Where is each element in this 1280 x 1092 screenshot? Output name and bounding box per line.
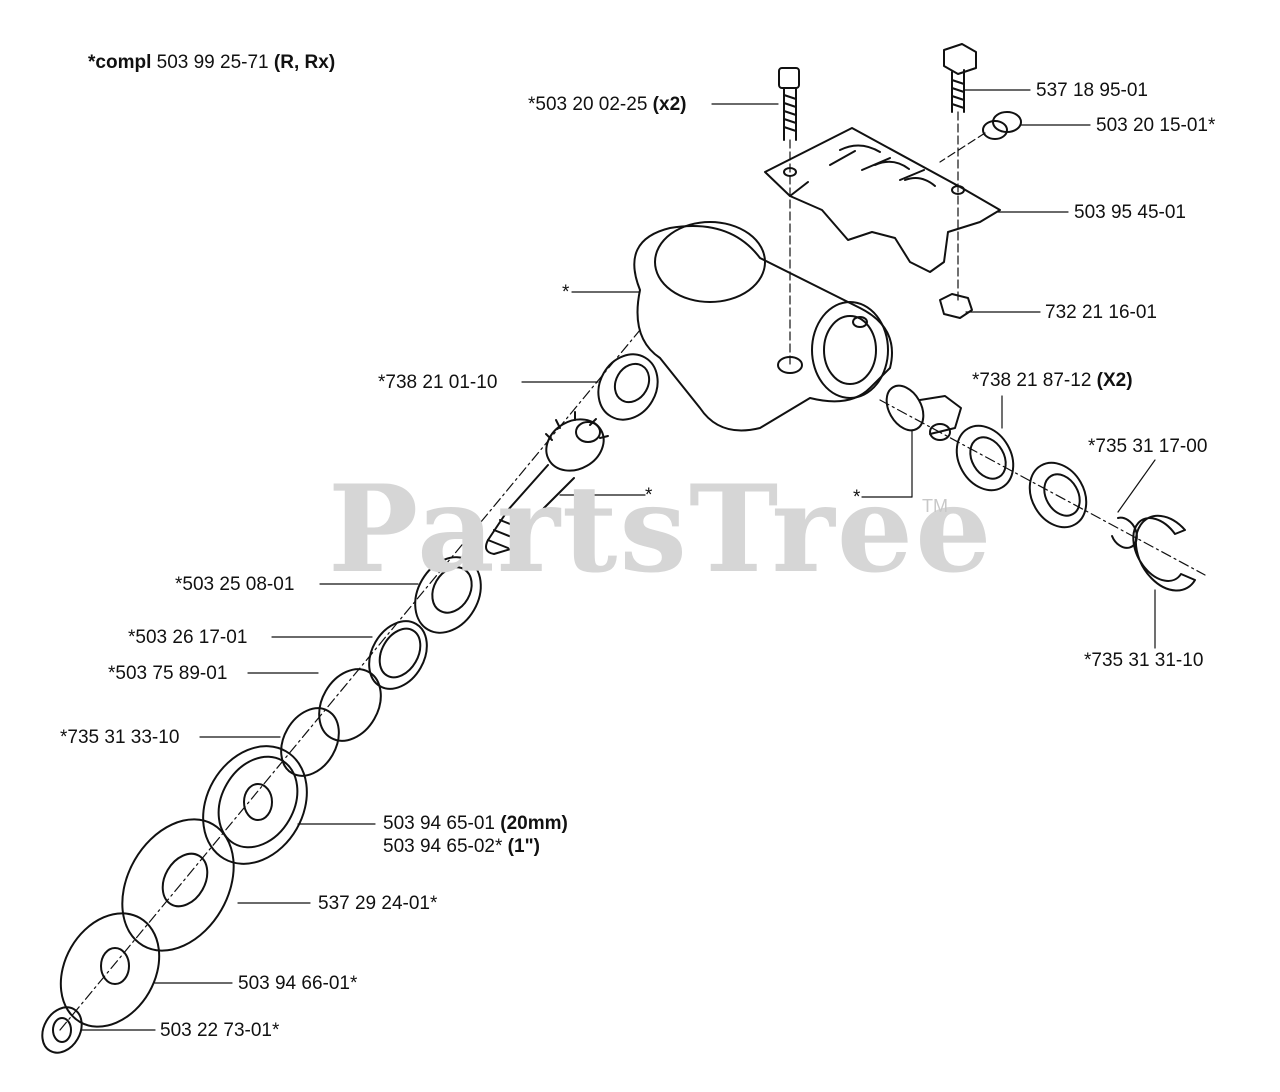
diagram-title: *compl 503 99 25-71 (R, Rx) (88, 52, 335, 74)
leader-lines (81, 89, 1156, 1031)
nut (939, 293, 973, 319)
part-label-503-75-89-01[interactable]: *503 75 89-01 (108, 663, 228, 684)
part-label-738-21-01-10[interactable]: *738 21 01-10 (378, 372, 498, 393)
seal (368, 620, 428, 690)
bearing-lower (414, 556, 482, 634)
support-cup (59, 912, 161, 1028)
title-prefix: *compl (88, 52, 152, 73)
part-label-503-95-45-01[interactable]: 503 95 45-01 (1074, 202, 1186, 223)
bearing-right-a (955, 424, 1015, 492)
bearing-right-b (1028, 461, 1088, 529)
bearing-upper (597, 353, 659, 421)
gear-housing (633, 221, 893, 432)
bolt-right (943, 43, 977, 301)
part-label-503-25-08-01[interactable]: *503 25 08-01 (175, 574, 295, 595)
pinion (885, 384, 962, 441)
part-label-537-29-24-01[interactable]: 537 29 24-01* (318, 893, 438, 914)
part-label-503-26-17-01[interactable]: *503 26 17-01 (128, 627, 248, 648)
part-label-735-31-31-10[interactable]: *735 31 31-10 (1084, 650, 1204, 671)
watermark-trademark: TM (922, 496, 948, 516)
circlip-lower (280, 707, 340, 777)
part-label-503-22-73-01[interactable]: 503 22 73-01* (160, 1020, 280, 1041)
part-label-shaft-asterisk[interactable]: * (645, 485, 653, 506)
part-label-housing-asterisk[interactable]: * (562, 282, 570, 303)
part-label-503-94-65-02[interactable]: 503 94 65-02* (1") (383, 836, 540, 857)
clamp-cover (764, 127, 1001, 273)
plug (939, 111, 1022, 163)
flange (202, 745, 308, 865)
part-label-503-20-15-01[interactable]: 503 20 15-01* (1096, 115, 1216, 136)
part-label-503-94-65-01[interactable]: 503 94 65-01 (20mm) (383, 813, 568, 834)
blade-nut (41, 1006, 83, 1054)
part-label-537-18-95-01[interactable]: 537 18 95-01 (1036, 80, 1148, 101)
part-label-738-21-87-12[interactable]: *738 21 87-12 (X2) (972, 370, 1133, 391)
watermark-logo: PartsTree (328, 459, 994, 600)
ring (318, 668, 382, 742)
circlip-large (1132, 514, 1196, 592)
part-label-pinion-asterisk[interactable]: * (853, 487, 861, 508)
part-label-735-31-17-00[interactable]: *735 31 17-00 (1088, 436, 1208, 457)
title-variant: (R, Rx) (273, 52, 336, 73)
title-number: 503 99 25-71 (156, 52, 269, 73)
bolt-left (778, 67, 800, 366)
part-label-732-21-16-01[interactable]: 732 21 16-01 (1045, 302, 1157, 323)
cup (121, 818, 235, 952)
part-label-503-20-02-25[interactable]: *503 20 02-25 (x2) (528, 94, 687, 115)
part-label-503-94-66-01[interactable]: 503 94 66-01* (238, 973, 358, 994)
gear-shaft (485, 411, 609, 555)
part-label-735-31-33-10[interactable]: *735 31 33-10 (60, 727, 180, 748)
